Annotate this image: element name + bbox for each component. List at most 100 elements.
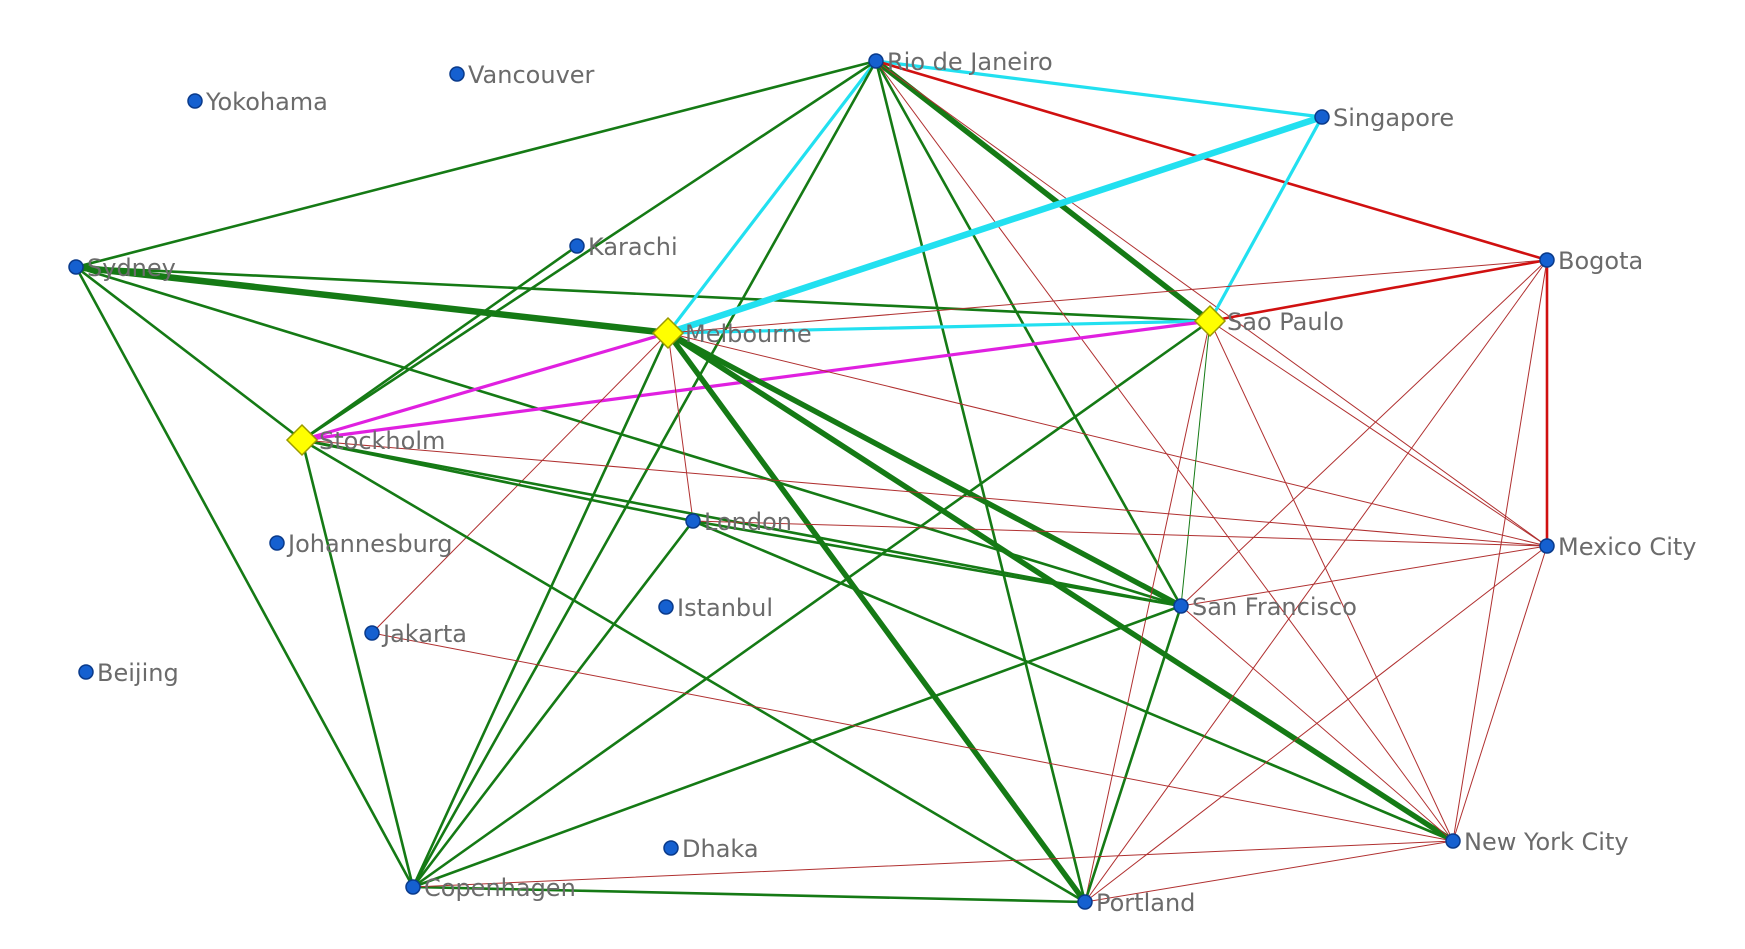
edge-stockholm-mexicocity <box>301 439 1548 547</box>
edge-saopaulo-copenhagen <box>411 319 1212 889</box>
node-melbourne[interactable]: Melbourne <box>651 316 812 350</box>
edge-copenhagen-portland <box>411 885 1087 904</box>
circle-marker <box>868 53 884 69</box>
node-saopaulo[interactable]: Sao Paulo <box>1193 304 1344 338</box>
circle-marker <box>1173 598 1189 614</box>
edge-rio-bogota <box>874 59 1549 262</box>
edge-sanfrancisco-bogota <box>1180 259 1548 607</box>
edge-london-sanfrancisco <box>691 519 1183 608</box>
edge-sanfrancisco-portland <box>1083 604 1183 904</box>
edge-sydney-copenhagen <box>74 265 415 889</box>
edge-melbourne-stockholm <box>300 331 670 442</box>
node-label: Singapore <box>1333 104 1454 132</box>
circle-marker <box>1314 109 1330 125</box>
edge-stockholm-portland <box>300 438 1087 904</box>
node-label: Mexico City <box>1558 533 1696 561</box>
edge-saopaulo-bogota <box>1208 258 1549 323</box>
circle-marker <box>1445 833 1461 849</box>
diamond-marker <box>1193 304 1227 338</box>
edge-melbourne-saopaulo <box>666 319 1212 335</box>
edge-singapore-melbourne <box>664 113 1326 337</box>
edge-sanfrancisco-mexicocity <box>1180 545 1548 607</box>
node-rio[interactable]: Rio de Janeiro <box>868 48 1053 76</box>
circle-marker <box>364 625 380 641</box>
node-label: Stockholm <box>319 427 445 455</box>
node-label: Rio de Janeiro <box>887 48 1053 76</box>
edge-rio-portland <box>874 59 1087 904</box>
edge-melbourne-bogota <box>667 259 1548 334</box>
node-label: Copenhagen <box>424 874 576 902</box>
nodes-layer: Yokohama Vancouver Rio de JaneiroSingapore… <box>68 48 1696 917</box>
edge-rio-saopaulo <box>873 58 1213 324</box>
edge-saopaulo-mexicocity <box>1209 320 1548 547</box>
node-copenhagen[interactable]: Copenhagen <box>405 874 576 902</box>
edge-rio-nyc <box>875 60 1454 842</box>
edge-london-nyc <box>691 519 1455 843</box>
circle-marker <box>685 513 701 529</box>
node-vancouver[interactable]: Vancouver <box>449 61 595 89</box>
node-portland[interactable]: Portland <box>1077 889 1195 917</box>
edge-sydney-stockholm <box>74 265 304 442</box>
node-johannesburg[interactable]: Johannesburg <box>269 530 453 558</box>
edge-rio-stockholm <box>300 59 878 442</box>
node-label: Sydney <box>87 254 176 282</box>
circle-marker <box>1077 894 1093 910</box>
edge-copenhagen-nyc <box>412 840 1454 888</box>
node-label: Melbourne <box>685 320 812 348</box>
edge-london-mexicocity <box>692 520 1548 547</box>
edge-melbourne-sanfrancisco <box>665 330 1184 609</box>
node-mexicocity[interactable]: Mexico City <box>1539 533 1696 561</box>
edge-mexicocity-nyc <box>1452 545 1548 842</box>
edge-rio-singapore <box>874 59 1324 119</box>
circle-marker <box>658 599 674 615</box>
edge-rio-melbourne <box>666 59 878 335</box>
edge-singapore-saopaulo <box>1208 115 1324 323</box>
node-nyc[interactable]: New York City <box>1445 828 1629 856</box>
circle-marker <box>1539 252 1555 268</box>
circle-marker <box>269 535 285 551</box>
node-label: Beijing <box>97 659 179 687</box>
edge-portland-mexicocity <box>1084 545 1548 903</box>
node-label: Yokohama <box>205 88 328 116</box>
edge-sanfrancisco-copenhagen <box>411 604 1183 889</box>
edge-melbourne-london <box>667 332 694 522</box>
node-stockholm[interactable]: Stockholm <box>285 423 445 457</box>
node-sanfrancisco[interactable]: San Francisco <box>1173 593 1357 621</box>
node-jakarta[interactable]: Jakarta <box>364 620 467 648</box>
diamond-marker <box>651 316 685 350</box>
edge-melbourne-portland <box>665 330 1088 905</box>
edge-portland-bogota <box>1084 259 1548 903</box>
node-karachi[interactable]: Karachi <box>569 233 678 261</box>
node-label: San Francisco <box>1192 593 1357 621</box>
node-label: Bogota <box>1558 247 1643 275</box>
circle-marker <box>78 664 94 680</box>
circle-marker <box>449 66 465 82</box>
edge-rio-mexicocity <box>875 60 1548 547</box>
node-sydney[interactable]: Sydney <box>68 254 176 282</box>
edge-london-copenhagen <box>411 519 695 889</box>
circle-marker <box>663 840 679 856</box>
node-label: Portland <box>1096 889 1195 917</box>
edge-stockholm-copenhagen <box>300 438 415 889</box>
edge-saopaulo-portland <box>1084 320 1211 903</box>
node-label: Sao Paulo <box>1227 308 1344 336</box>
node-dhaka[interactable]: Dhaka <box>663 835 759 863</box>
circle-marker <box>68 259 84 275</box>
circle-marker <box>569 238 585 254</box>
edge-stockholm-sanfrancisco <box>300 438 1183 608</box>
node-bogota[interactable]: Bogota <box>1539 247 1643 275</box>
circle-marker <box>1539 538 1555 554</box>
node-singapore[interactable]: Singapore <box>1314 104 1454 132</box>
circle-marker <box>405 879 421 895</box>
edge-bogota-nyc <box>1452 259 1548 842</box>
edge-melbourne-mexicocity <box>667 332 1548 547</box>
node-beijing[interactable]: Beijing <box>78 659 179 687</box>
edge-rio-sanfrancisco <box>874 59 1183 608</box>
diamond-marker <box>285 423 319 457</box>
edge-jakarta-nyc <box>371 632 1454 842</box>
node-london[interactable]: London <box>685 508 792 536</box>
edge-rio-copenhagen <box>411 59 878 889</box>
node-istanbul[interactable]: Istanbul <box>658 594 773 622</box>
node-yokohama[interactable]: Yokohama <box>187 88 328 116</box>
